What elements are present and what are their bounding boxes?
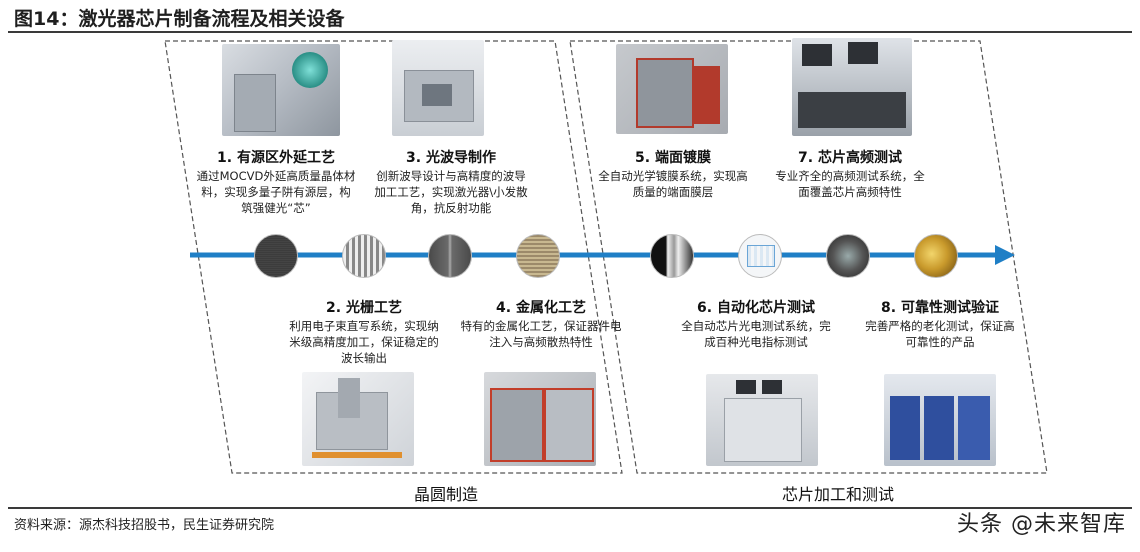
step-8: 8. 可靠性测试验证 完善严格的老化测试，保证高可靠性的产品 [860, 298, 1020, 350]
step-1-desc: 通过MOCVD外延高质量晶体材料，实现多量子阱有源层，构筑强健光“芯” [196, 169, 356, 215]
step-5: 5. 端面镀膜 全自动光学镀膜系统，实现高质量的端面膜层 [598, 148, 748, 200]
reliability-test-photo [884, 374, 996, 466]
auto-test-micrograph [738, 234, 782, 278]
step-8-title: 8. 可靠性测试验证 [881, 300, 999, 316]
top-divider [8, 31, 1132, 33]
step-4-desc: 特有的金属化工艺，保证器件电注入与高频散热特性 [460, 319, 622, 349]
step-1: 1. 有源区外延工艺 通过MOCVD外延高质量晶体材料，实现多量子阱有源层，构筑… [196, 148, 356, 216]
metallization-equipment-photo [484, 372, 596, 466]
coating-equipment-photo [616, 44, 728, 134]
mocvd-equipment-photo [222, 44, 340, 136]
step-7-desc: 专业齐全的高频测试系统，全面覆盖芯片高频特性 [775, 169, 925, 199]
step-6-desc: 全自动芯片光电测试系统，完成百种光电指标测试 [681, 319, 831, 349]
facet-coating-micrograph [650, 234, 694, 278]
waveguide-micrograph [428, 234, 472, 278]
bottom-divider [8, 507, 1132, 509]
step-6: 6. 自动化芯片测试 全自动芯片光电测试系统，完成百种光电指标测试 [676, 298, 836, 350]
step-5-desc: 全自动光学镀膜系统，实现高质量的端面膜层 [598, 169, 748, 199]
step-2-desc: 利用电子束直写系统，实现纳米级高精度加工，保证稳定的波长输出 [289, 319, 439, 365]
step-4: 4. 金属化工艺 特有的金属化工艺，保证器件电注入与高频散热特性 [460, 298, 622, 350]
step-1-title: 1. 有源区外延工艺 [217, 150, 335, 166]
step-7: 7. 芯片高频测试 专业齐全的高频测试系统，全面覆盖芯片高频特性 [770, 148, 930, 200]
step-8-desc: 完善严格的老化测试，保证高可靠性的产品 [865, 319, 1015, 349]
step-5-title: 5. 端面镀膜 [635, 150, 711, 166]
grating-micrograph [342, 234, 386, 278]
chip-processing-testing-label: 芯片加工和测试 [782, 485, 895, 504]
hf-test-micrograph [826, 234, 870, 278]
step-2-title: 2. 光栅工艺 [326, 300, 402, 316]
ebeam-lithography-photo [302, 372, 414, 466]
step-3-title: 3. 光波导制作 [406, 150, 496, 166]
laser-package-micrograph [914, 234, 958, 278]
source-note: 资料来源：源杰科技招股书，民生证券研究院 [14, 518, 275, 533]
hf-test-equipment-photo [792, 38, 912, 136]
step-6-title: 6. 自动化芯片测试 [697, 300, 815, 316]
step-3: 3. 光波导制作 创新波导设计与高精度的波导加工工艺，实现激光器\小发散角，抗反… [372, 148, 530, 216]
epitaxy-micrograph [254, 234, 298, 278]
step-7-title: 7. 芯片高频测试 [798, 150, 902, 166]
waveguide-equipment-photo [392, 40, 484, 136]
figure-title: 图14：激光器芯片制备流程及相关设备 [14, 8, 345, 30]
wafer-manufacturing-label: 晶圆制造 [414, 485, 479, 504]
step-2: 2. 光栅工艺 利用电子束直写系统，实现纳米级高精度加工，保证稳定的波长输出 [284, 298, 444, 366]
metallization-micrograph [516, 234, 560, 278]
auto-chip-test-photo [706, 374, 818, 466]
watermark: 头条 @未来智库 [957, 512, 1126, 537]
step-4-title: 4. 金属化工艺 [496, 300, 586, 316]
flow-arrow-head [995, 245, 1015, 265]
step-3-desc: 创新波导设计与高精度的波导加工工艺，实现激光器\小发散角，抗反射功能 [374, 169, 528, 215]
